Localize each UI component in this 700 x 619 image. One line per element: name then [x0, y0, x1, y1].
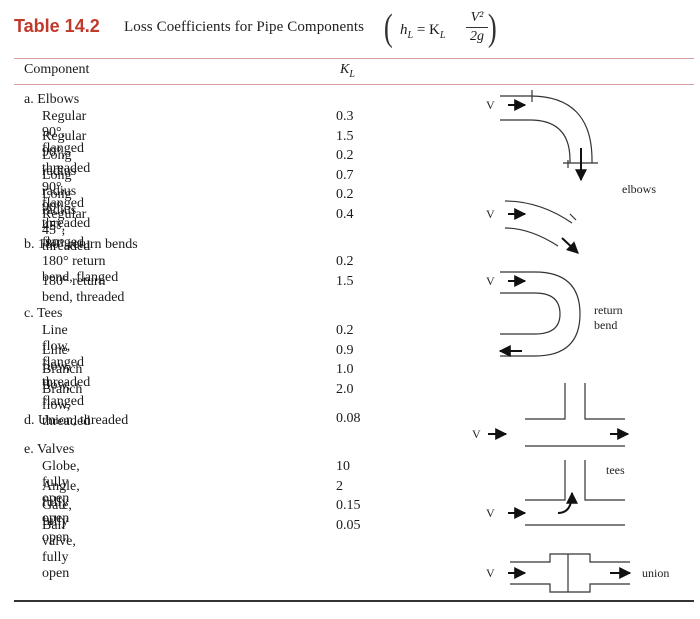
tee-branch-flow-figure	[508, 460, 625, 526]
union-label: union	[642, 566, 669, 580]
tees-label: tees	[606, 463, 625, 477]
group-return-bends: b. 180° return bends 180° return bend, f…	[24, 235, 354, 305]
top-rule	[14, 58, 694, 59]
pipe-diagrams: V V V V V V elbows return bend tees unio…	[472, 90, 669, 593]
velocity-label: V	[472, 427, 481, 441]
return-bend-figure	[498, 271, 581, 357]
elbows-label: elbows	[622, 182, 656, 196]
formula-fraction: V² 2g	[466, 9, 488, 46]
return-bend-label-1: return	[594, 303, 623, 317]
group-label: b. 180° return bends	[24, 237, 138, 252]
group-label: d. Union, threaded	[24, 413, 129, 428]
table-title-row: Table 14.2 Loss Coefficients for Pipe Co…	[14, 6, 694, 52]
formula-lhs: hL = KL	[400, 22, 446, 41]
tee-line-flow-figure	[488, 383, 630, 447]
velocity-label: V	[486, 506, 495, 520]
group-label: e. Valves	[24, 442, 75, 457]
group-label: a. Elbows	[24, 92, 80, 107]
velocity-label: V	[486, 98, 495, 112]
table-number: Table 14.2	[14, 16, 100, 36]
column-header-component: Component	[24, 62, 90, 77]
velocity-label: V	[486, 566, 495, 580]
column-header-k: KL	[340, 62, 355, 80]
group-label: c. Tees	[24, 306, 63, 321]
union-figure	[508, 553, 632, 593]
velocity-label: V	[486, 207, 495, 221]
group-union: d. Union, threaded 0.08	[24, 411, 424, 430]
union-k-value: 0.08	[336, 411, 361, 426]
elbow-45-figure	[504, 200, 579, 254]
header-rule	[14, 84, 694, 85]
loss-formula: ( hL = KL V² 2g )	[383, 7, 497, 49]
return-bend-label-2: bend	[594, 318, 617, 332]
table-title: Loss Coefficients for Pipe Components	[124, 19, 365, 35]
elbow-90-figure	[500, 90, 598, 182]
bottom-rule	[14, 600, 694, 602]
velocity-label: V	[486, 274, 495, 288]
